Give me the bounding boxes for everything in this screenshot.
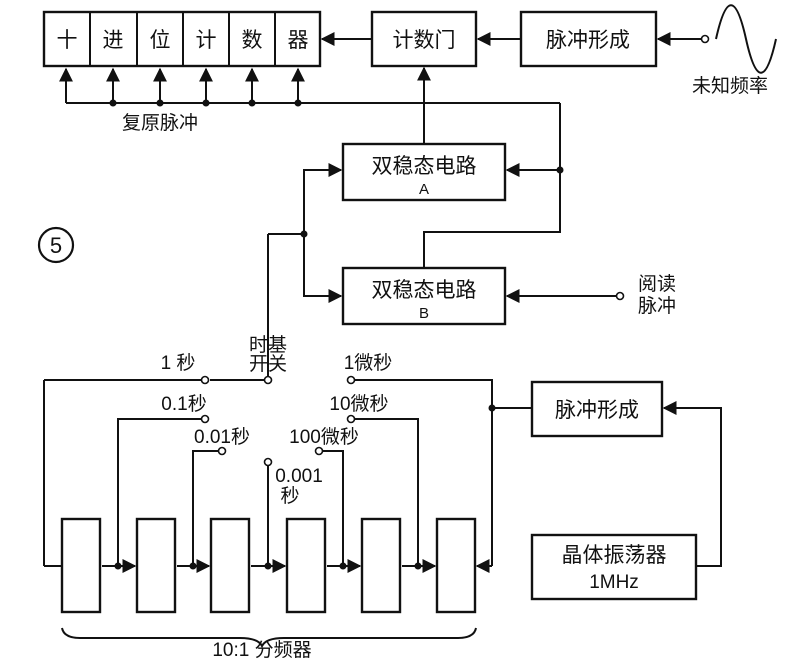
divider-stage [135, 517, 177, 614]
switch-pivot [263, 375, 273, 385]
decade-counter: 十 进 位 计 数 器 [42, 10, 322, 68]
label-0-01s: 0.01秒 [194, 426, 250, 448]
flipflop-b-box [341, 266, 507, 326]
divider-stage [209, 517, 251, 614]
flipflop-a-tag: A [419, 181, 429, 198]
label-0-1s: 0.1秒 [161, 393, 206, 415]
contact-10us [346, 414, 356, 424]
label-100us: 100微秒 [289, 426, 359, 448]
label-0-001s-line1: 0.001 [275, 466, 323, 487]
reset-pulse-label: 复原脉冲 [122, 112, 198, 134]
counter-cell: 计 [196, 29, 217, 52]
crystal-oscillator-title: 晶体振荡器 [562, 544, 667, 567]
pulse-shaper-bottom-label: 脉冲形成 [555, 399, 639, 422]
flipflop-b-title: 双稳态电路 [372, 279, 477, 302]
contact-0-01s [217, 446, 227, 456]
crystal-oscillator-box [530, 533, 698, 601]
flipflop-b-tag: B [419, 305, 429, 322]
readout-pulse-line1: 阅读 [638, 273, 676, 295]
contact-100us [314, 446, 324, 456]
counter-cell: 进 [103, 29, 124, 52]
counter-cell: 数 [242, 29, 263, 52]
label-1s: 1 秒 [161, 352, 196, 374]
sine-wave-icon [715, 4, 777, 74]
readout-pulse-line2: 脉冲 [638, 295, 676, 317]
counter-cell: 器 [288, 29, 309, 52]
label-1us: 1微秒 [344, 352, 393, 374]
figure-number-badge [37, 226, 75, 264]
divider-stage [435, 517, 477, 614]
pulse-shaper-top-label: 脉冲形成 [546, 29, 630, 52]
contact-0-001s [263, 457, 273, 467]
pulse-shaper-bottom-box [530, 380, 664, 438]
divider-stage [285, 517, 327, 614]
counter-cell: 位 [150, 29, 171, 52]
contact-1s [200, 375, 210, 385]
flipflop-a-box [341, 142, 507, 202]
divider-chain [60, 517, 477, 614]
divider-caption: 10:1 分频器 [212, 639, 311, 659]
contact-0-1s [200, 414, 210, 424]
divider-stage [360, 517, 402, 614]
pulse-shaper-top-box [519, 10, 658, 68]
unknown-frequency-label: 未知频率 [692, 75, 768, 97]
figure-number: 5 [50, 233, 62, 258]
count-gate-label: 计数门 [393, 29, 456, 52]
divider-stage [60, 517, 102, 614]
crystal-oscillator-freq: 1MHz [589, 572, 639, 593]
contact-1us [346, 375, 356, 385]
divider-brace [61, 627, 477, 649]
flipflop-a-title: 双稳态电路 [372, 155, 477, 178]
label-10us: 10微秒 [329, 393, 388, 415]
timebase-switch-line1: 时基 [249, 334, 287, 356]
timebase-switch-line2: 开关 [249, 353, 287, 375]
counter-cell: 十 [57, 29, 78, 52]
label-0-001s-line2: 秒 [280, 485, 299, 507]
